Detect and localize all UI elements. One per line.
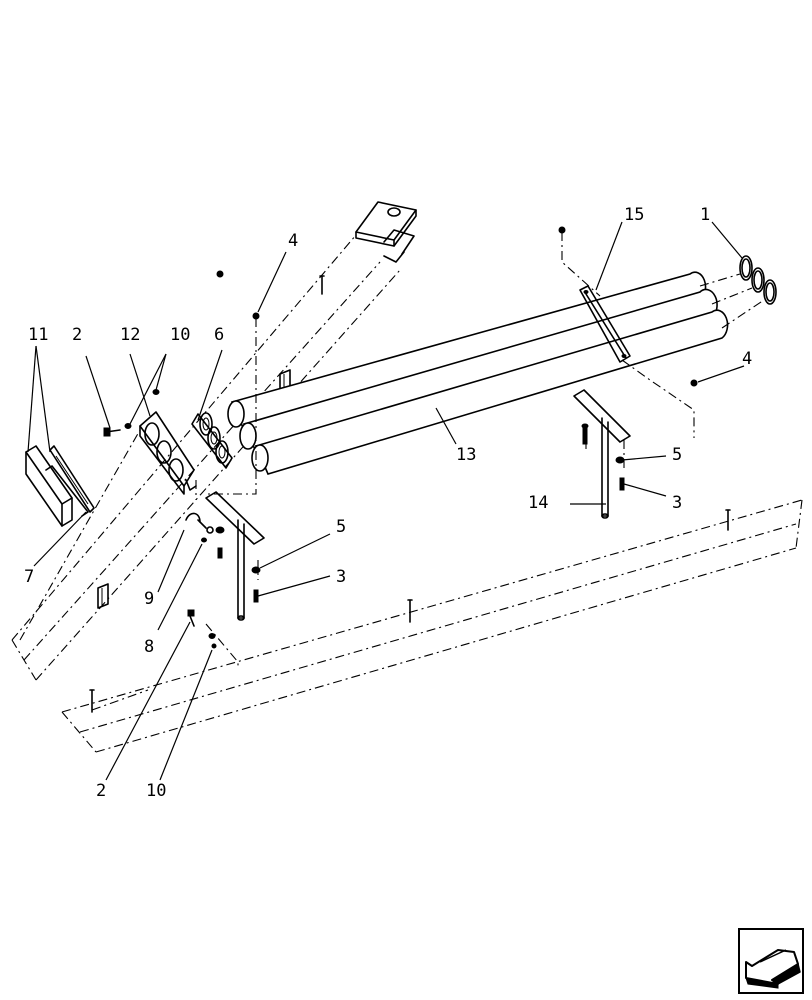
phantom-upper-bracket	[355, 201, 417, 263]
phantom-header-bracket	[11, 234, 401, 681]
callout-12: 12	[120, 325, 140, 345]
leader-lines	[27, 221, 745, 781]
callout-4-right: 4	[742, 349, 752, 369]
support-leg-right	[573, 389, 631, 519]
nut-item-4-right	[690, 379, 698, 387]
callout-1: 1	[700, 205, 710, 225]
callout-8: 8	[144, 637, 154, 657]
callout-labels: 1 15 4 4 11 2 12 10 6 13 5 14 3 5 3 7 9 …	[24, 205, 752, 801]
phantom-studs	[89, 275, 731, 713]
nut-item-10-upper	[124, 389, 160, 429]
tube-clamp-bracket	[579, 285, 631, 363]
assembly-center-lines	[19, 232, 695, 668]
fan-tube-assembly	[227, 271, 729, 475]
fan-housing	[139, 411, 197, 495]
clamp-item-9	[185, 512, 214, 534]
callout-3-left: 3	[336, 567, 346, 587]
nut-item-8	[201, 537, 207, 543]
callout-4-upper: 4	[288, 231, 298, 251]
callout-7: 7	[24, 567, 34, 587]
callout-5-right: 5	[672, 445, 682, 465]
previous-page-arrow-icon[interactable]	[738, 928, 804, 994]
callout-14: 14	[528, 493, 548, 513]
callout-6: 6	[214, 325, 224, 345]
callout-5-left: 5	[336, 517, 346, 537]
phantom-clip-lower	[97, 583, 109, 609]
callout-2-upper: 2	[72, 325, 82, 345]
callout-13: 13	[456, 445, 476, 465]
callout-3-right: 3	[672, 493, 682, 513]
callout-10-lower: 10	[146, 781, 166, 801]
mounting-angle	[25, 445, 89, 527]
washer-marker-top-left	[216, 270, 224, 278]
callout-10-upper: 10	[170, 325, 190, 345]
support-leg-left	[205, 491, 265, 621]
o-ring-set	[699, 255, 777, 329]
callout-11: 11	[28, 325, 48, 345]
callout-15: 15	[624, 205, 644, 225]
bolt-item-2-upper	[103, 427, 121, 437]
callout-2-lower: 2	[96, 781, 106, 801]
phantom-header-frame	[61, 499, 803, 753]
gasket-set	[191, 412, 233, 469]
seal-strip	[49, 445, 95, 513]
callout-9: 9	[144, 589, 154, 609]
nut-item-10-lower	[208, 633, 217, 649]
bolt-item-2-lower	[187, 609, 195, 627]
